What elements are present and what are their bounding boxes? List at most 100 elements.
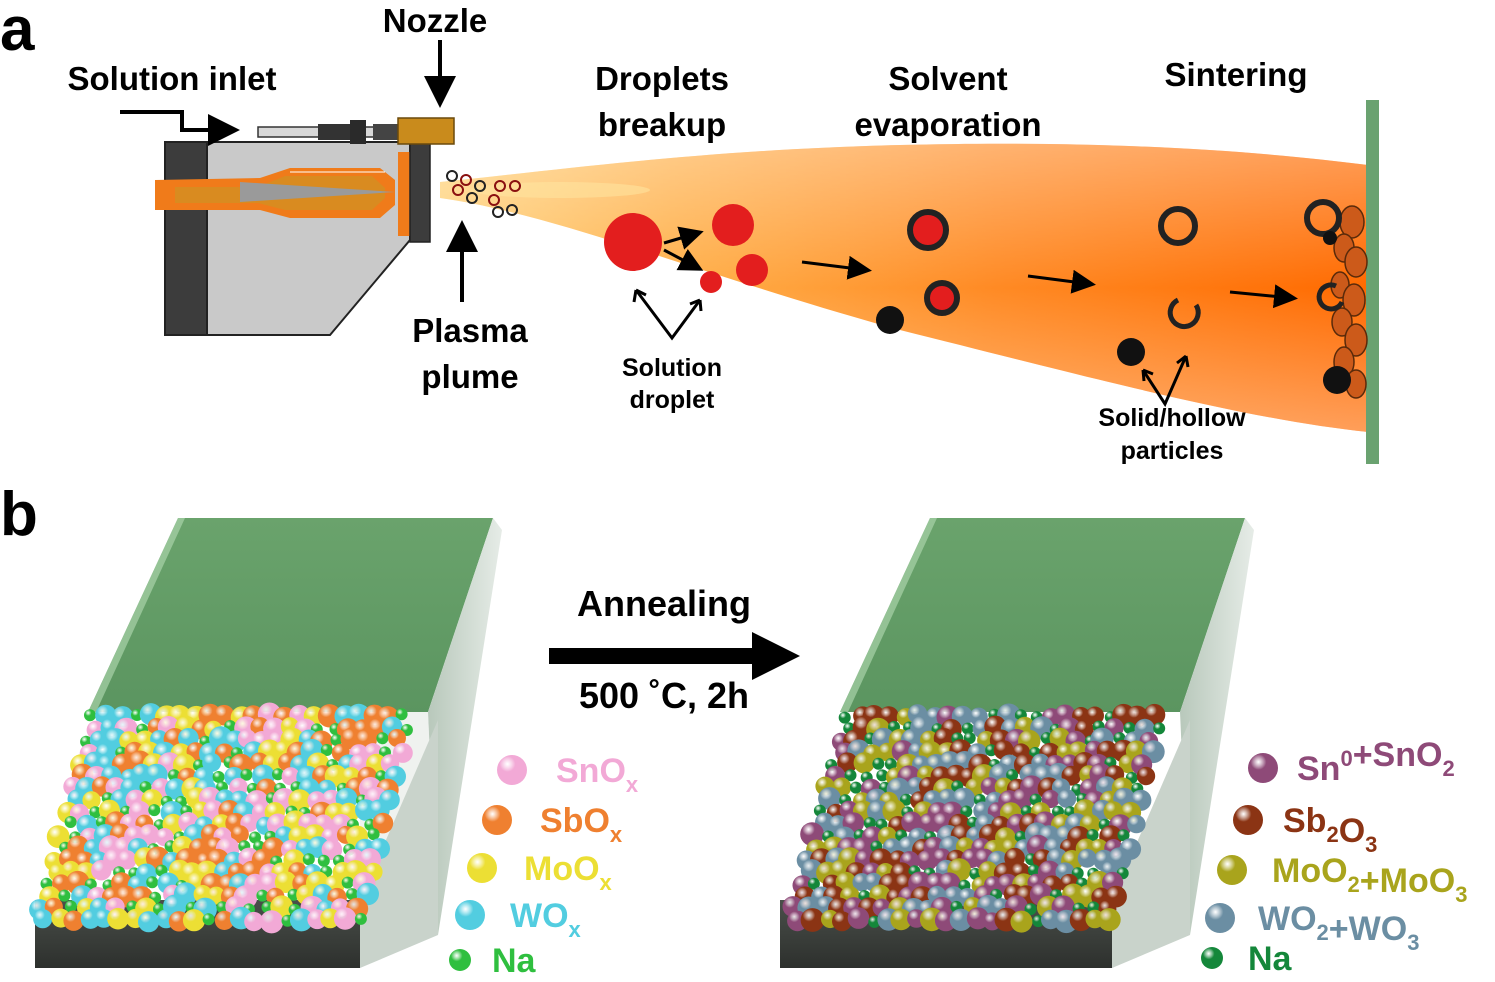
oxide-particle: [1123, 722, 1136, 734]
oxide-particle: [84, 709, 96, 722]
oxide-particle: [260, 910, 284, 934]
oxide-particle: [321, 839, 343, 860]
oxide-particle: [33, 909, 53, 929]
oxide-particle: [1097, 908, 1121, 932]
droplets-breakup-line2: breakup: [598, 106, 726, 143]
oxide-particle: [884, 758, 897, 771]
oxide-particle: [287, 888, 300, 901]
nozzle-label: Nozzle: [383, 2, 488, 39]
legend-sphere: [1201, 947, 1223, 969]
particle-film-after: [782, 703, 1166, 934]
sintering-solid-particle: [1323, 366, 1351, 394]
oxide-particle: [849, 781, 862, 794]
oxide-particle: [1086, 829, 1099, 841]
oxide-particle: [978, 861, 998, 881]
oxide-particle: [872, 757, 885, 770]
oxide-particle: [249, 831, 261, 844]
sintering-label: Sintering: [1164, 56, 1307, 93]
oxide-particle: [949, 908, 973, 931]
oxide-particle: [1069, 908, 1093, 932]
plasma-torch: [155, 139, 431, 336]
legend-label: Sb2O3: [1283, 802, 1377, 857]
oxide-particle: [837, 752, 858, 773]
oxide-particle: [1010, 910, 1033, 933]
sintering-hollow-fragment: [1316, 282, 1345, 312]
oxide-particle: [146, 876, 159, 889]
oxide-particle: [372, 812, 394, 834]
legend-sphere: [455, 900, 485, 930]
oxide-particle: [80, 909, 101, 929]
oxide-particle: [202, 913, 215, 926]
oxide-particle: [82, 791, 101, 810]
oxide-particle: [117, 850, 137, 870]
solution-inlet-arrow: [120, 110, 240, 146]
solution-droplet-line2: droplet: [630, 386, 715, 414]
legend-sphere: [482, 805, 512, 835]
oxide-particle: [853, 752, 875, 774]
oxide-particle: [212, 771, 225, 783]
oxide-particle: [800, 908, 825, 932]
oxide-particle: [202, 753, 222, 772]
nozzle: [397, 117, 455, 145]
oxide-particle: [868, 915, 881, 928]
oxide-particle: [367, 828, 380, 841]
solid-hollow-particles: [1117, 206, 1201, 366]
solvent-evaporation-line2: evaporation: [854, 106, 1041, 143]
oxide-particle: [392, 742, 413, 763]
plasma-label-line1: Plasma: [412, 312, 528, 349]
oxide-particle: [1085, 706, 1104, 725]
stage-arrow-2: [1027, 269, 1096, 294]
oxide-particle: [317, 704, 342, 728]
oxide-particle: [1136, 766, 1156, 786]
droplets-breakup-line1: Droplets: [595, 60, 729, 97]
oxide-particle: [89, 806, 102, 819]
oxide-particle: [165, 778, 187, 800]
oxide-particle: [317, 854, 330, 867]
solvent-evaporation-line1: Solvent: [888, 60, 1007, 97]
solution-inlet-label: Solution inlet: [68, 60, 277, 97]
particles-line1: Solid/hollow: [1098, 404, 1246, 432]
oxide-particle: [182, 909, 206, 932]
oxide-particle: [64, 816, 77, 828]
oxide-particle: [230, 825, 249, 844]
oxide-particle: [281, 767, 300, 786]
particles-line2: particles: [1121, 437, 1224, 465]
oxide-particle: [877, 742, 897, 762]
oxide-particle: [244, 911, 264, 932]
oxide-particle: [64, 900, 77, 913]
oxide-particle: [354, 912, 367, 925]
legend-sphere: [1233, 805, 1263, 835]
legend-label: Sn0+SnO2: [1297, 736, 1455, 788]
solution-inlet-tube: [257, 120, 409, 144]
oxide-particle: [876, 769, 889, 782]
oxide-particle: [1027, 864, 1040, 877]
oxide-particle: [844, 769, 857, 782]
oxide-particle: [1153, 722, 1166, 735]
oxide-particle: [838, 711, 851, 724]
oxide-particle: [1077, 848, 1097, 868]
oxide-particle: [1049, 727, 1071, 749]
oxide-particle: [863, 817, 876, 830]
oxide-particle: [52, 874, 71, 893]
particles-arrows: [1141, 355, 1188, 408]
oxide-particle: [256, 889, 269, 902]
oxide-particle: [961, 722, 974, 735]
oxide-particle: [138, 911, 160, 933]
oxide-particle: [320, 744, 333, 756]
oxide-particle: [240, 768, 253, 781]
oxide-particle: [63, 910, 84, 931]
oxide-particle: [330, 734, 343, 746]
oxide-particle: [901, 811, 923, 833]
oxide-particle: [58, 889, 71, 902]
oxide-particle: [376, 732, 389, 745]
legend-label: Na: [1248, 940, 1293, 978]
oxide-particle: [272, 768, 284, 781]
legend-sphere: [467, 853, 497, 883]
oxide-particle: [1041, 789, 1060, 809]
oxide-particle: [274, 871, 297, 893]
legend-sphere: [1248, 753, 1278, 783]
oxide-particle: [1057, 789, 1077, 808]
oxide-particle: [289, 908, 313, 932]
